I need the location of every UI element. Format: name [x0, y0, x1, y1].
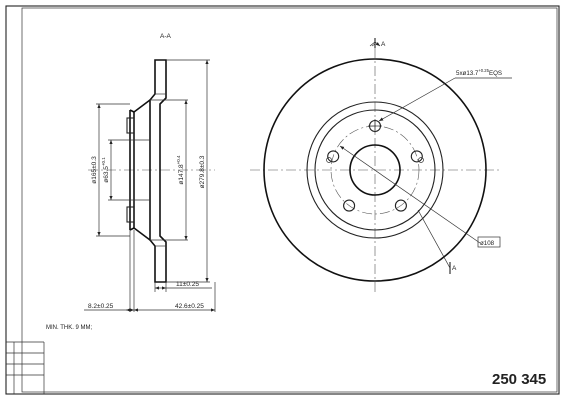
bolt-hole: [343, 199, 356, 212]
dim-text-offset: 8.2±0.25: [88, 303, 114, 310]
bolt-hole: [327, 150, 340, 163]
section-marker-top: A: [381, 41, 386, 48]
dim-text-165: ø165±0.3: [91, 156, 98, 184]
dim-tol-147: +0.4: [176, 155, 181, 164]
friction-ring-inner-edge: [306, 101, 444, 239]
section-label: A-A: [160, 33, 172, 40]
dim-text-63: ø63.5+0.1: [101, 157, 110, 183]
bolt-pattern-tol: +0.25: [478, 68, 489, 73]
dim-text-279: ø279.8±0.3: [199, 155, 206, 188]
outer-disc-edge: [263, 58, 487, 282]
front-view: [250, 48, 500, 295]
sheet-border: [5, 5, 560, 395]
section-line-a: [369, 38, 451, 274]
min-thickness-note: MIN. THK. 9 MM;: [46, 325, 93, 331]
part-number: 250 345: [492, 371, 546, 388]
dim-text-height: 42.6±0.25: [175, 303, 204, 310]
dim-text-147: ø147.8+0.4: [176, 155, 185, 185]
hat-outer-edge: [314, 109, 436, 231]
section-marker-bottom: A: [452, 265, 457, 272]
bolt-circle-leader: [339, 145, 481, 244]
drawing-frame: [21, 7, 558, 393]
locator-hole: [326, 157, 332, 163]
bolt-hole: [410, 150, 423, 163]
bolt-circle-callout: ø108: [480, 240, 495, 247]
title-block: [6, 341, 45, 394]
dim-text-thickness: 11±0.25: [176, 281, 199, 288]
bolt-circle-box: [477, 236, 501, 248]
disc-section-profile: [126, 59, 167, 283]
center-bore: [349, 144, 401, 196]
bolt-hole: [394, 199, 407, 212]
dim-tol-63: +0.1: [101, 157, 106, 166]
locator-hole: [418, 157, 424, 163]
bolt-pattern-callout: 5xø13.7+0.25EQS: [456, 68, 502, 77]
bolt-pattern-leader: [378, 77, 456, 122]
